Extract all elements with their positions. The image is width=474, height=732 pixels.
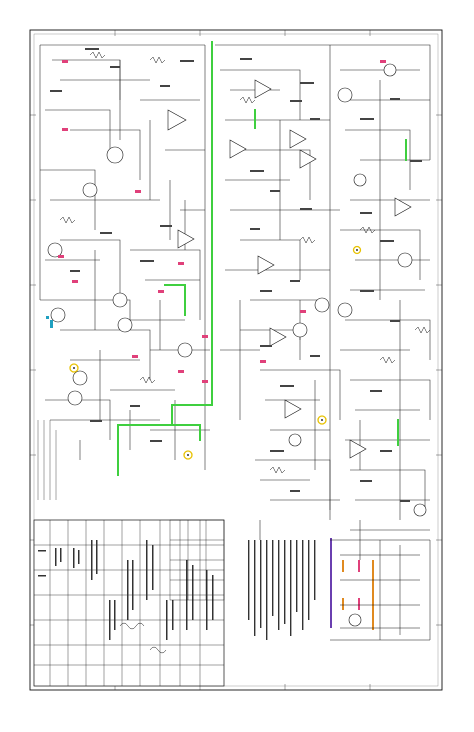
transistor-blue-markers — [46, 316, 53, 328]
transistor-symbols — [47, 63, 427, 627]
supply-rail-strip — [330, 538, 374, 630]
title-block — [33, 519, 225, 687]
op-amp-symbols — [167, 79, 412, 459]
polarized-cap-markers — [58, 60, 386, 383]
component-table — [169, 519, 225, 601]
sheet-border — [29, 29, 443, 691]
revision-notes — [37, 420, 57, 500]
notes-block — [248, 540, 316, 640]
component-marks — [59, 51, 431, 474]
wiring-network — [39, 44, 431, 560]
ground-highlight-path — [117, 41, 407, 476]
label-texture — [50, 48, 422, 502]
